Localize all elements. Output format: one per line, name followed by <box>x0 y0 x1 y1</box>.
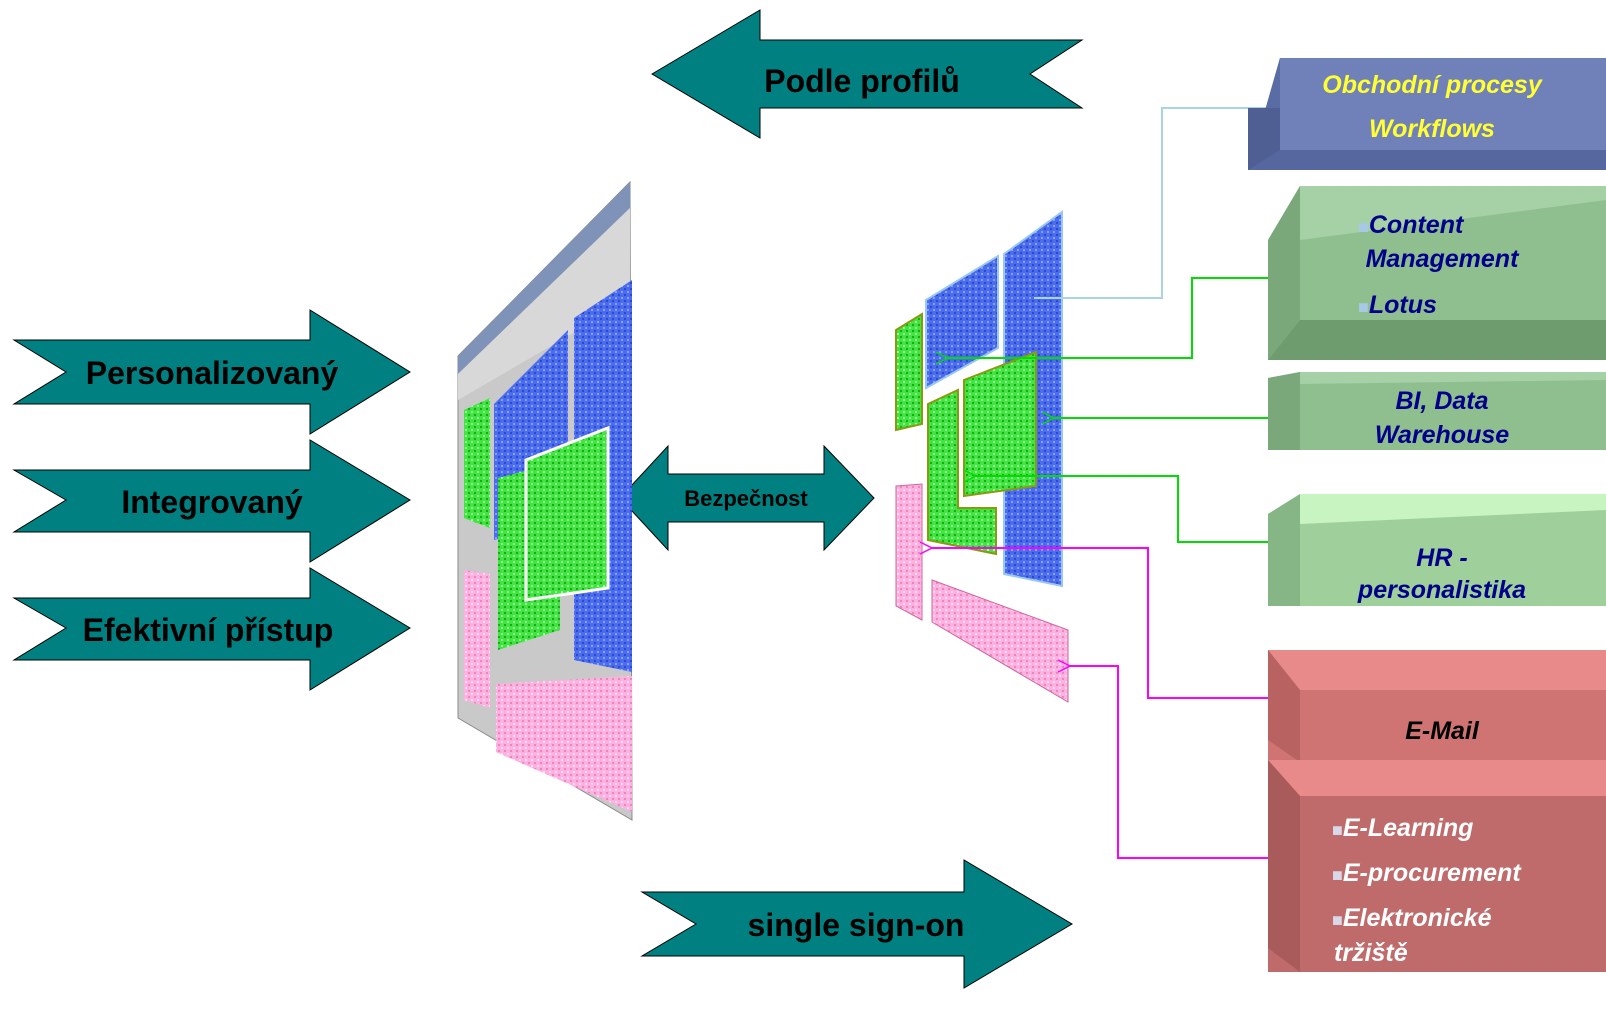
box-email: E-Mail <box>1268 650 1606 762</box>
layout-panel-pink-2 <box>931 579 1069 703</box>
screenshot-panel-pink-2 <box>496 676 632 812</box>
connector-elearning <box>1070 666 1280 859</box>
box-elearning-line1: ■E-Learning <box>1332 814 1473 842</box>
connector-content <box>948 277 1280 358</box>
connector-email <box>932 548 1280 699</box>
label-efektivni-pristup: Efektivní přístup <box>83 612 334 648</box>
box-hr-line2: personalistika <box>1357 576 1526 604</box>
label-podle-profilu: Podle profilů <box>764 63 960 99</box>
arrow-integrovany: Integrovaný <box>12 439 411 563</box>
box-elearning: ■E-Learning ■E-procurement ■Elektronické… <box>1268 760 1606 972</box>
layout-panel-green-3 <box>963 350 1037 498</box>
box-bi-line2: Warehouse <box>1375 421 1509 449</box>
arrow-efektivni-pristup: Efektivní přístup <box>12 567 411 691</box>
box-content-line2: Management <box>1366 245 1520 273</box>
box-email-line1: E-Mail <box>1405 717 1480 745</box>
screenshot-panel-green-1 <box>464 398 490 528</box>
layout-panel-pink-1 <box>895 483 923 621</box>
arrow-bezpecnost: Bezpečnost <box>619 444 875 552</box>
portal-layout-panels <box>895 210 1069 703</box>
box-elearning-line4: tržiště <box>1334 939 1408 967</box>
connector-hr <box>976 476 1280 543</box>
arrow-single-sign-on: single sign-on <box>640 859 1073 989</box>
box-elearning-line3: ■Elektronické <box>1332 904 1492 932</box>
arrow-personalizovany: Personalizovaný <box>12 309 411 435</box>
box-bi-line1: BI, Data <box>1395 387 1488 415</box>
connector-workflow <box>1034 107 1280 299</box>
label-personalizovany: Personalizovaný <box>86 355 339 391</box>
label-bezpecnost: Bezpečnost <box>684 486 808 511</box>
layout-panel-blue-1 <box>925 254 999 390</box>
box-content-line3: ■Lotus <box>1358 291 1437 319</box>
label-integrovany: Integrovaný <box>121 484 303 520</box>
portal-screenshot <box>456 175 633 822</box>
box-content: ■Content Management ■Lotus <box>1268 186 1606 360</box>
box-workflow-line2: Workflows <box>1369 115 1495 143</box>
box-workflow-line1: Obchodní procesy <box>1322 71 1543 99</box>
box-workflow: Obchodní procesy Workflows <box>1248 58 1606 170</box>
arrow-podle-profilu: Podle profilů <box>651 9 1084 139</box>
layout-panel-green-1 <box>895 312 923 432</box>
box-content-line1: ■Content <box>1358 211 1465 239</box>
screenshot-panel-pink-1 <box>464 570 490 708</box>
box-hr-line1: HR - <box>1416 544 1467 572</box>
box-hr: HR - personalistika <box>1268 494 1606 606</box>
box-bi: BI, Data Warehouse <box>1268 372 1606 450</box>
label-single-sign-on: single sign-on <box>748 907 965 943</box>
screenshot-panel-green-3 <box>524 425 610 602</box>
box-elearning-line2: ■E-procurement <box>1332 859 1522 887</box>
layout-panel-green-2 <box>927 388 997 556</box>
